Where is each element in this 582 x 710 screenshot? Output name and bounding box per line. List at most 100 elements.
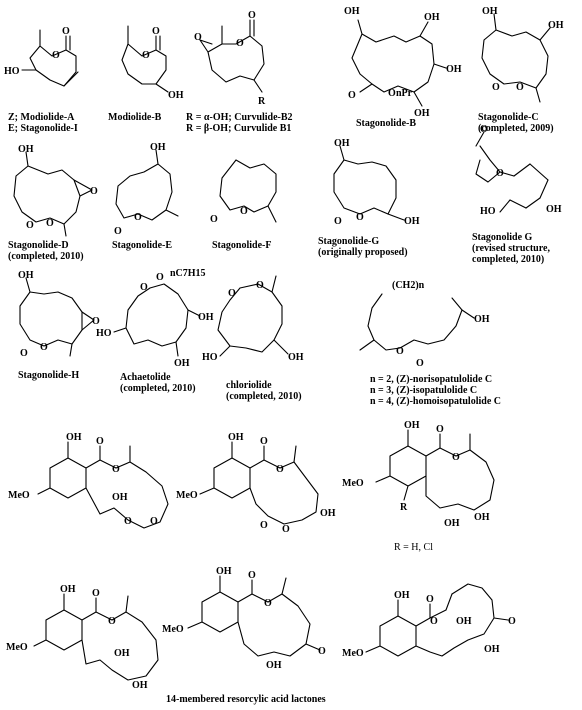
atom-label: O <box>260 520 268 531</box>
atom-label: OH <box>424 12 440 23</box>
atom-label: O <box>156 272 164 283</box>
atom-label: HO <box>480 206 496 217</box>
atom-label: O <box>492 82 500 93</box>
atom-label: OH <box>548 20 564 31</box>
compound-label-modiolide-a: Z; Modiolide-A E; Stagonolide-I <box>8 112 78 134</box>
molecule-stagonolide-d: OH O O O <box>13 144 98 237</box>
atom-label: O <box>134 212 142 223</box>
label-line: Stagonolide-D <box>8 240 69 251</box>
molecule-ral-4: OH O O MeO OH OH <box>6 584 159 691</box>
label-line: Stagonolide-E <box>112 240 173 251</box>
label-line: (completed, 2010) <box>120 383 196 394</box>
label-line: (completed, 2010) <box>8 251 84 262</box>
label-line: Stagonolide-F <box>212 240 272 251</box>
atom-label: O <box>52 50 60 61</box>
atom-label: O <box>114 226 122 237</box>
atom-label: OH <box>18 270 34 281</box>
molecule-chloriolide: O O OH HO <box>202 275 304 363</box>
compound-label-chloriolide: chloriolide (completed, 2010) <box>226 380 302 402</box>
atom-label: OH <box>18 144 34 155</box>
label-line: R = α-OH; Curvulide-B2 <box>186 112 293 123</box>
atom-label: O <box>40 342 48 353</box>
atom-label: nPr <box>396 88 413 99</box>
atom-label: OH <box>114 648 130 659</box>
atom-label: O <box>264 598 272 609</box>
atom-label: O <box>248 570 256 581</box>
atom-label: O <box>452 452 460 463</box>
atom-label: O <box>248 10 256 21</box>
compound-label-stagonolide-b: Stagonolide-B <box>356 118 416 129</box>
compound-label-stagonolide-c: Stagonolide-C (completed, 2009) <box>478 112 554 134</box>
atom-label: O <box>256 280 264 291</box>
atom-label: O <box>112 464 120 475</box>
atom-label: MeO <box>176 490 198 501</box>
atom-label: O <box>210 214 218 225</box>
atom-label: OH <box>546 204 562 215</box>
atom-label: OH <box>228 432 244 443</box>
atom-label: O <box>260 436 268 447</box>
atom-label: O <box>124 516 132 527</box>
molecule-curvulide: O O O R <box>194 10 266 107</box>
atom-label: OH <box>444 518 460 529</box>
molecule-stagonolide-e: OH O O <box>114 142 179 237</box>
atom-label: OH <box>60 584 76 595</box>
compound-label-stagonolide-d: Stagonolide-D (completed, 2010) <box>8 240 84 262</box>
atom-label: OH <box>266 660 282 671</box>
group-caption: 14-membered resorcylic acid lactones <box>166 694 326 705</box>
atom-label: O <box>46 218 54 229</box>
atom-label: OH <box>112 492 128 503</box>
label-line: (revised structure, <box>472 243 550 254</box>
label-line: Stagonolide-B <box>356 118 417 129</box>
atom-label: OH <box>132 680 148 691</box>
atom-label: O <box>62 26 70 37</box>
atom-label: R <box>400 502 408 513</box>
atom-label: OH <box>66 432 82 443</box>
atom-label: OH <box>484 644 500 655</box>
compound-label-stagonolide-g-revised: Stagonolide G (revised structure, comple… <box>472 232 550 265</box>
molecule-ral-1: OH O O OH MeO O O <box>8 432 169 529</box>
atom-label: O <box>426 594 434 605</box>
atom-label: OH <box>150 142 166 153</box>
label-line: (originally proposed) <box>318 247 408 258</box>
label-line: (completed, 2010) <box>226 391 302 402</box>
atom-label: OH <box>216 566 232 577</box>
label-line: chloriolide <box>226 380 272 391</box>
molecule-stagonolide-c: OH OH O O <box>481 6 564 103</box>
atom-label: O <box>92 316 100 327</box>
molecule-stagonolide-b: OH OH OH OH O O nPr <box>344 6 462 119</box>
molecule-ral-5: OH O O MeO O OH <box>162 566 326 671</box>
atom-label: OH <box>482 6 498 17</box>
atom-label: O <box>142 50 150 61</box>
atom-label: OH <box>414 108 430 119</box>
atom-label: MeO <box>162 624 184 635</box>
atom-label: O <box>108 616 116 627</box>
molecule-stagonolide-h: OH O O O <box>18 270 100 359</box>
atom-label: O <box>516 82 524 93</box>
atom-label: HO <box>4 66 20 77</box>
atom-label: O <box>276 464 284 475</box>
atom-label: O <box>26 220 34 231</box>
label-line: (completed, 2009) <box>478 123 554 134</box>
label-line: Z; Modiolide-A <box>8 112 75 123</box>
atom-label: OH <box>456 616 472 627</box>
atom-label: O <box>92 588 100 599</box>
atom-label: O <box>436 424 444 435</box>
atom-label: O <box>480 124 488 135</box>
atom-label: O <box>508 616 516 627</box>
atom-label: O <box>90 186 98 197</box>
atom-label: O <box>20 348 28 359</box>
label-line: n = 4, (Z)-homoisopatulolide C <box>370 396 501 407</box>
atom-label: O <box>236 38 244 49</box>
atom-label: O <box>152 26 160 37</box>
atom-label: OH <box>320 508 336 519</box>
compound-label-stagonolide-e: Stagonolide-E <box>112 240 172 251</box>
atom-label: O <box>96 436 104 447</box>
atom-label: R <box>258 96 266 107</box>
molecule-achaetolide: O O nC7H15 OH OH HO <box>96 268 214 369</box>
label-line: Stagonolide-C <box>478 112 539 123</box>
atom-label: O <box>140 282 148 293</box>
molecule-ral-3: OH O O MeO R OH OH <box>342 420 495 529</box>
atom-label: OH <box>474 314 490 325</box>
atom-label: OH <box>404 420 420 431</box>
